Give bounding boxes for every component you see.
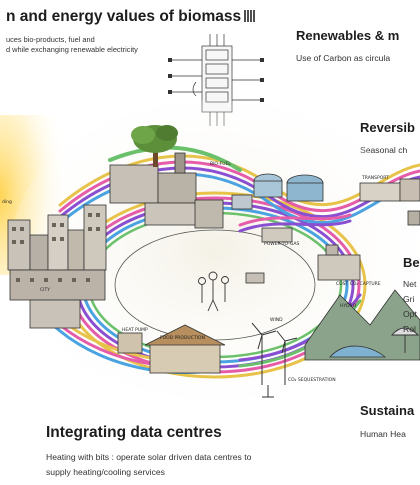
label-transport: TRANSPORT [361, 175, 389, 181]
storage-tanks [231, 173, 324, 210]
data-centres-title: Integrating data centres [46, 424, 222, 441]
satellite-dish-icon [391, 327, 420, 353]
biomass-desc-line2: d while exchanging renewable electricity [6, 45, 138, 54]
industrial-buildings [109, 152, 224, 229]
label-city: CITY [40, 287, 50, 293]
power-to-gas-station [245, 227, 293, 284]
energy-system-illustration: CITY POWER-TO-GAS HEAT PUMP FOOD PRODUCT… [0, 100, 420, 400]
label-food-production: FOOD PRODUCTION [160, 335, 205, 341]
label-biofuel: BIO-FUEL [210, 161, 231, 167]
data-centres-line1: Heating with bits : operate solar driven… [46, 452, 252, 462]
qr-code-icon [244, 10, 257, 22]
be-item-3: Opt [403, 309, 417, 319]
farm-buildings [117, 324, 226, 374]
reversible-title: Reversib [360, 120, 415, 135]
transport-buildings [317, 178, 420, 281]
tree-illustration [131, 125, 178, 167]
renewables-subtitle: Use of Carbon as circula [296, 53, 391, 63]
renewables-title: Renewables & m [296, 28, 400, 43]
sustainable-title: Sustaina [360, 403, 415, 418]
city-buildings [7, 204, 107, 329]
label-power-to-gas: POWER-TO-GAS [264, 241, 299, 247]
be-item-2: Gri [403, 294, 415, 304]
label-cost-co2: COST CO₂ CAPTURE [336, 281, 381, 287]
label-co2-sequestration: CO₂ SEQUESTRATION [288, 377, 336, 383]
data-centres-line2: supply heating/cooling services [46, 467, 165, 477]
reversible-subtitle: Seasonal ch [360, 145, 408, 155]
be-item-4: Rol [403, 324, 416, 334]
people-sketch [198, 271, 229, 312]
be-item-1: Net [403, 279, 417, 289]
be-title: Be [403, 255, 420, 270]
label-heat-pump: HEAT PUMP [122, 327, 148, 333]
label-wind: WIND [270, 317, 283, 323]
sustainable-subtitle: Human Hea [360, 429, 406, 439]
wind-turbines [251, 322, 298, 398]
hydro-landscape [304, 289, 420, 361]
city-windows [12, 213, 100, 282]
biomass-desc-line1: uces bio-products, fuel and [6, 35, 95, 44]
label-ding: ding [2, 199, 12, 205]
label-hydro: HYDRO [340, 303, 357, 309]
biomass-title: n and energy values of biomass [6, 8, 257, 26]
